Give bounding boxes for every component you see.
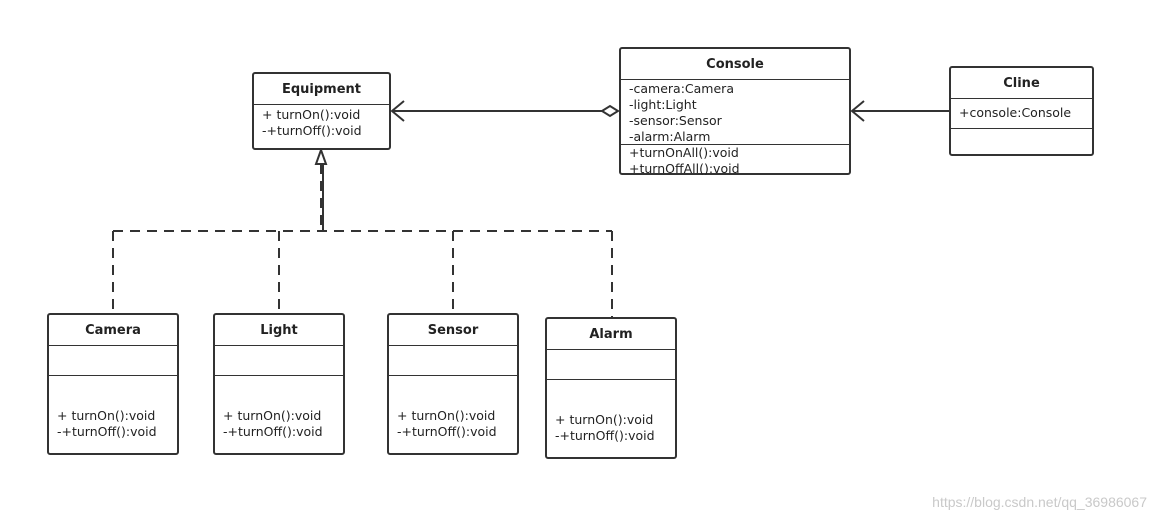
operations-compartment: + turnOn():void -+turnOff():void [389,376,517,440]
operation: + turnOn():void [57,408,156,423]
attributes-compartment [389,346,517,376]
attribute: +console:Console [959,105,1072,120]
operations-compartment: + turnOn():void -+turnOff():void [49,376,177,440]
attributes-compartment [547,350,675,380]
operations-compartment: + turnOn():void -+turnOff():void [254,105,389,139]
realization-arrowhead [314,147,328,165]
operation: + turnOn():void [262,107,361,122]
operations-compartment [951,129,1092,154]
class-equipment[interactable]: Equipment + turnOn():void -+turnOff():vo… [252,72,391,150]
operation: -+turnOff():void [57,424,157,439]
class-name: Alarm [547,319,675,350]
operation: +turnOnAll():void [629,145,739,160]
association-arrowhead [850,100,865,122]
class-name: Console [621,49,849,80]
aggregation-arrowhead [390,100,405,122]
class-cline[interactable]: Cline +console:Console [949,66,1094,156]
operation: -+turnOff():void [397,424,497,439]
attribute: -sensor:Sensor [629,113,722,128]
class-name: Cline [951,68,1092,99]
class-name: Camera [49,315,177,346]
operation: + turnOn():void [397,408,496,423]
operation: + turnOn():void [223,408,322,423]
operations-compartment: +turnOnAll():void +turnOffAll():void [621,145,849,177]
class-name: Sensor [389,315,517,346]
operations-compartment: + turnOn():void -+turnOff():void [215,376,343,440]
operation: -+turnOff():void [223,424,323,439]
class-name: Light [215,315,343,346]
class-console[interactable]: Console -camera:Camera -light:Light -sen… [619,47,851,177]
attributes-compartment [49,346,177,376]
attributes-compartment: +console:Console [951,99,1092,129]
watermark: https://blog.csdn.net/qq_36986067 [932,494,1147,510]
class-light[interactable]: Light + turnOn():void -+turnOff():void [213,313,345,455]
attributes-compartment [215,346,343,376]
realization-connectors [112,164,613,318]
operations-compartment: + turnOn():void -+turnOff():void [547,380,675,444]
class-alarm[interactable]: Alarm + turnOn():void -+turnOff():void [545,317,677,459]
attribute: -camera:Camera [629,81,734,96]
operation: -+turnOff():void [262,123,362,138]
operation: -+turnOff():void [555,428,655,443]
class-sensor[interactable]: Sensor + turnOn():void -+turnOff():void [387,313,519,455]
operation: + turnOn():void [555,412,654,427]
attribute: -alarm:Alarm [629,129,711,144]
class-camera[interactable]: Camera + turnOn():void -+turnOff():void [47,313,179,455]
attribute: -light:Light [629,97,697,112]
operation: +turnOffAll():void [629,161,740,176]
aggregation-diamond [600,104,620,118]
attributes-compartment: -camera:Camera -light:Light -sensor:Sens… [621,80,849,145]
class-name: Equipment [254,74,389,105]
